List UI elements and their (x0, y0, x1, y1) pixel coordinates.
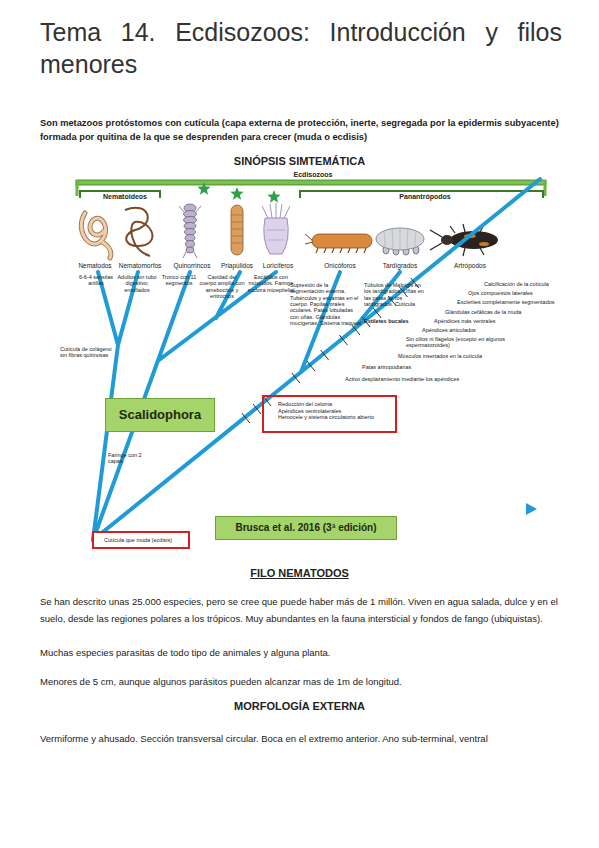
character-callout: Cutícula que muda (ecdisis) (92, 531, 190, 549)
body-paragraph: Menores de 5 cm, aunque algunos parásito… (40, 673, 562, 690)
body-paragraph: Muchas especies parasitas de todo tipo d… (40, 644, 562, 661)
intro-paragraph: Son metazoos protóstomos con cutícula (c… (40, 116, 562, 144)
clade-name: Panantrópodos (380, 193, 470, 201)
character-note: Adultos sin tubo digestivo; enrollados (116, 274, 158, 293)
node-text: Cutícula que muda (ecdisis) (104, 537, 185, 544)
bar-ends (77, 180, 545, 196)
synapomorphy-note: Calcificación de la cutícula (484, 281, 568, 287)
section-heading: MORFOLOGÍA EXTERNA (0, 700, 599, 713)
clade-name: Ecdisozoos (278, 171, 348, 179)
loricifera-drawing (262, 203, 290, 254)
tardigrade-drawing (376, 228, 424, 255)
synapomorphy-note: Ojos compuestos laterales (468, 290, 563, 296)
tick-mark (352, 325, 360, 335)
node-text: Apéndices ventrolaterales (278, 408, 391, 415)
nematode-drawing (81, 213, 111, 258)
taxon-name: Artrópodos (443, 262, 497, 269)
star-symbol (230, 187, 243, 200)
character-note: Escálidos con músculos. Faringe suctora … (247, 274, 295, 293)
character-note: Túbulos de Malpighi en los tardígrados. … (364, 282, 428, 307)
tick-mark (292, 373, 300, 383)
section-heading: FILO NEMATODOS (0, 567, 599, 580)
star-symbol (267, 190, 280, 203)
nematomorph-drawing (125, 208, 152, 256)
node-text: Reducción del celoma (278, 401, 391, 408)
group-bar (76, 180, 546, 185)
taxon-name: Priapúlidos (211, 262, 263, 269)
taxon-name: Nematomorfos (112, 262, 168, 269)
synapomorphy-note: Patas artropodianas (362, 364, 452, 370)
body-paragraph: Se han descrito unas 25.000 especies, pe… (40, 593, 562, 627)
star-symbol (197, 182, 210, 195)
priapulid-drawing (231, 205, 243, 255)
section-heading: SINÓPSIS SIMTEMÁTICA (0, 155, 599, 168)
tick-mark (307, 361, 315, 371)
taxon-name: Tardígrados (372, 262, 428, 269)
character-note: Cavidad del cuerpo amplia con amebocitos… (199, 274, 245, 299)
node-text: Brusca et al. 2016 (3ª edición) (218, 522, 394, 534)
play-icon (526, 503, 537, 515)
synapomorphy-note: Músculos insertados en la cutícula (398, 353, 518, 359)
node-text: Hemocele y sistema circulatorio abierto (278, 414, 391, 421)
character-note: Faringe con 2 capas (108, 452, 148, 465)
character-note: Tronco con 11 segmentos (160, 274, 198, 287)
page-title: Tema 14. Ecdisozoos: Introducción y filo… (40, 16, 562, 80)
cladogram-branches (93, 179, 540, 540)
character-note: Estiletes bucales (364, 318, 414, 324)
tick-mark (321, 350, 329, 360)
character-note: Cutícula de colágeno sin fibras quitinos… (60, 346, 112, 359)
intro-text: Son metazoos protóstomos con (40, 118, 182, 128)
synapomorphy-note: Activo desplazamiento mediante los apénd… (345, 376, 485, 382)
clade-name: Nematoideos (85, 193, 165, 201)
character-note: 6-6-4 sensilas anillas (78, 274, 114, 287)
synapomorphy-note: Apéndices más ventrales (434, 318, 529, 324)
bold-term: cutícula (184, 118, 219, 128)
kinorhynch-drawing (179, 204, 201, 258)
onychophoran-drawing (305, 234, 372, 253)
body-paragraph: Vermiforme y ahusado. Sección transversa… (40, 730, 562, 747)
clade-box: Scalidophora (105, 398, 215, 432)
taxon-name: Loricíferos (252, 262, 304, 269)
synapomorphy-note: Sin cilios ni flagelos (excepto en algun… (406, 336, 546, 349)
taxon-name: Nematodos (70, 262, 120, 269)
tick-mark (242, 413, 250, 423)
tick-mark (253, 404, 261, 414)
node-text: Scalidophora (108, 407, 212, 423)
taxon-name: Onicóforos (314, 262, 366, 269)
synapomorphy-note: Apéndices articulados (422, 327, 517, 333)
source-box: Brusca et al. 2016 (3ª edición) (215, 516, 397, 540)
tick-mark (373, 308, 381, 318)
character-note: Supresión de la segmentación externa. Tu… (290, 282, 362, 326)
taxon-name: Quinorrincos (165, 262, 219, 269)
synapomorphy-note: Glándulas cefálicas de la muda (445, 309, 550, 315)
tick-mark (339, 335, 347, 345)
synapomorphy-note: Esclerites completamente segmentados (457, 299, 567, 305)
tick-mark (263, 396, 271, 406)
character-callout: Reducción del celomaApéndices ventrolate… (262, 395, 397, 433)
